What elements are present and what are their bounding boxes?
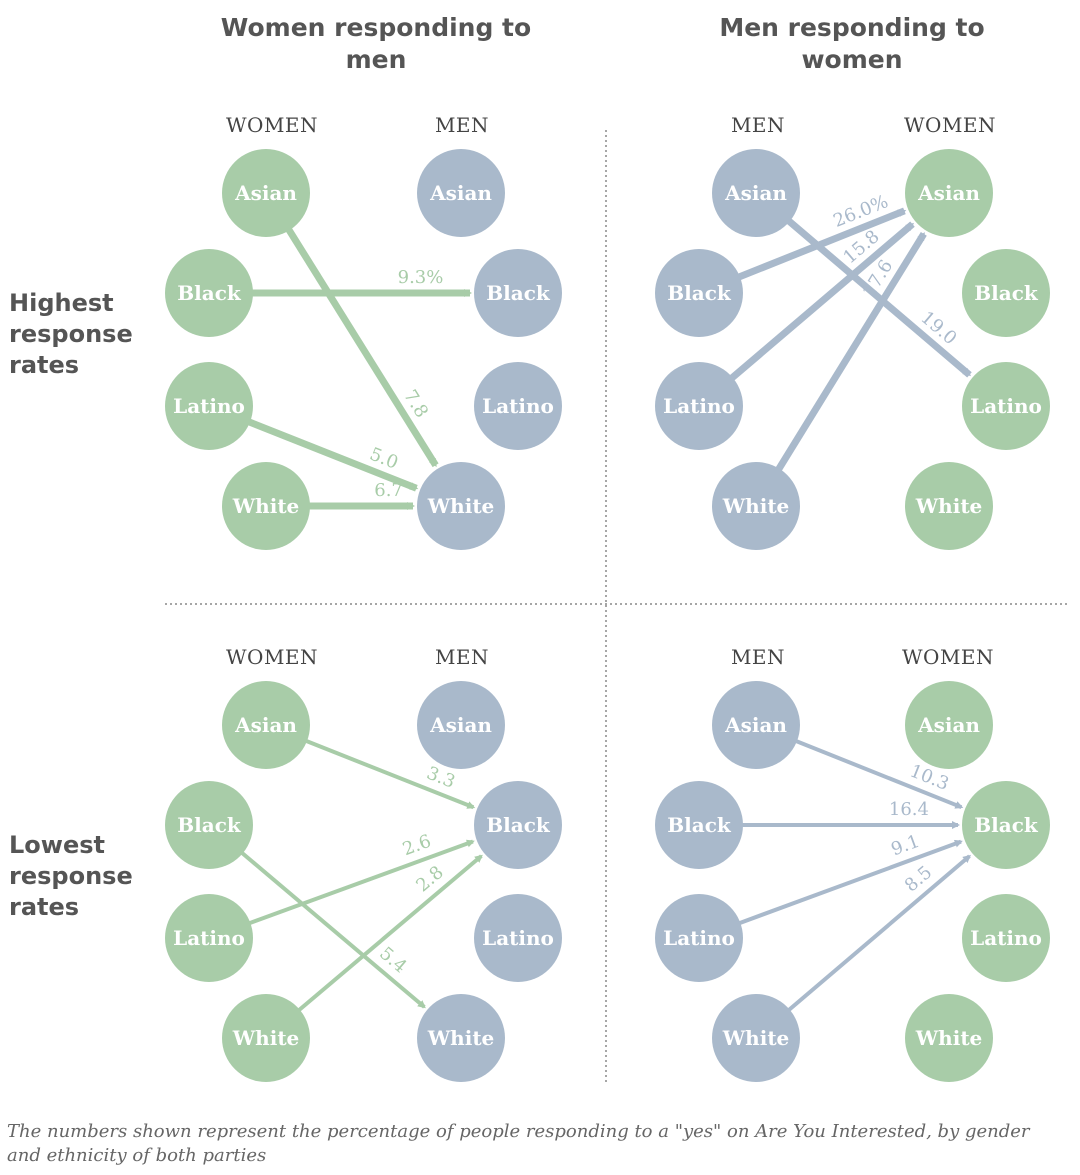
node-top-left-left-white: White	[222, 462, 310, 550]
svg-text:Latino: Latino	[970, 926, 1042, 950]
node-top-left-right-asian: Asian	[417, 149, 505, 237]
svg-text:Black: Black	[667, 281, 732, 305]
node-bottom-left-right-asian: Asian	[417, 681, 505, 769]
top-row-title: Highest response rates	[9, 289, 133, 379]
footnote-caption: The numbers shown represent the percenta…	[7, 1121, 1030, 1166]
node-top-right-left-asian: Asian	[712, 149, 800, 237]
svg-text:Latino: Latino	[482, 394, 554, 418]
node-top-right-left-black: Black	[655, 249, 743, 337]
svg-text:White: White	[427, 1026, 495, 1050]
svg-text:Black: Black	[667, 813, 732, 837]
flow-value-top-left-0: 9.3%	[398, 267, 444, 288]
node-bottom-right-left-white: White	[712, 994, 800, 1082]
svg-text:White: White	[427, 494, 495, 518]
svg-text:Black: Black	[177, 813, 242, 837]
bl-left-group-label: WOMEN	[225, 645, 319, 669]
svg-text:Black: Black	[974, 813, 1039, 837]
node-bottom-left-left-black: Black	[165, 781, 253, 869]
flow-arrow-top-left-1	[282, 221, 439, 468]
svg-text:Asian: Asian	[234, 713, 297, 737]
node-top-right-right-asian: Asian	[905, 149, 993, 237]
tr-right-group-label: WOMEN	[903, 113, 997, 137]
svg-text:Black: Black	[486, 813, 551, 837]
svg-text:Black: Black	[486, 281, 551, 305]
flow-arrow-bottom-left-0	[298, 736, 476, 810]
flow-value-bottom-right-1: 16.4	[889, 799, 929, 820]
node-bottom-left-right-white: White	[417, 994, 505, 1082]
flow-arrow-bottom-left-1	[242, 839, 475, 928]
svg-text:Latino: Latino	[663, 394, 735, 418]
svg-text:Latino: Latino	[482, 926, 554, 950]
svg-text:Black: Black	[177, 281, 242, 305]
node-top-left-left-latino: Latino	[165, 362, 253, 450]
node-top-left-right-black: Black	[474, 249, 562, 337]
node-bottom-left-right-black: Black	[474, 781, 562, 869]
node-bottom-left-left-white: White	[222, 994, 310, 1082]
tr-left-group-label: MEN	[730, 113, 786, 137]
node-bottom-left-right-latino: Latino	[474, 894, 562, 982]
node-top-left-right-white: White	[417, 462, 505, 550]
svg-text:White: White	[722, 1026, 790, 1050]
node-top-right-left-white: White	[712, 462, 800, 550]
node-bottom-right-left-latino: Latino	[655, 894, 743, 982]
svg-text:Asian: Asian	[917, 713, 980, 737]
svg-text:Latino: Latino	[663, 926, 735, 950]
svg-text:White: White	[232, 1026, 300, 1050]
tl-left-group-label: WOMEN	[225, 113, 319, 137]
bottom-row-title: Lowest response rates	[9, 831, 133, 921]
node-top-left-left-asian: Asian	[222, 149, 310, 237]
node-bottom-right-right-black: Black	[962, 781, 1050, 869]
br-left-group-label: MEN	[730, 645, 786, 669]
node-bottom-right-right-latino: Latino	[962, 894, 1050, 982]
bl-right-group-label: MEN	[434, 645, 490, 669]
node-top-right-right-white: White	[905, 462, 993, 550]
flow-arrow-top-right-2	[771, 232, 927, 478]
svg-text:Asian: Asian	[724, 713, 787, 737]
svg-text:White: White	[915, 494, 983, 518]
flow-arrow-bottom-right-3	[782, 854, 971, 1017]
node-bottom-right-left-asian: Asian	[712, 681, 800, 769]
svg-text:Asian: Asian	[429, 713, 492, 737]
flow-value-top-left-3: 6.7	[374, 480, 403, 501]
right-column-title: Men responding to women	[719, 13, 985, 74]
node-top-left-left-black: Black	[165, 249, 253, 337]
svg-text:White: White	[722, 494, 790, 518]
svg-text:Latino: Latino	[173, 926, 245, 950]
flow-value-top-right-3: 19.0	[917, 307, 961, 349]
flow-arrow-top-left-2	[241, 416, 419, 492]
node-top-left-right-latino: Latino	[474, 362, 562, 450]
node-bottom-right-left-black: Black	[655, 781, 743, 869]
flow-arrow-bottom-right-0	[788, 736, 964, 810]
flow-arrow-bottom-right-2	[732, 839, 963, 928]
svg-text:White: White	[915, 1026, 983, 1050]
node-top-right-right-black: Black	[962, 249, 1050, 337]
node-bottom-right-right-white: White	[905, 994, 993, 1082]
flow-arrow-bottom-left-2	[292, 854, 483, 1017]
node-top-right-left-latino: Latino	[655, 362, 743, 450]
left-column-title: Women responding to men	[220, 13, 532, 74]
flow-arrow-bottom-left-3	[235, 846, 426, 1009]
node-top-right-right-latino: Latino	[962, 362, 1050, 450]
br-right-group-label: WOMEN	[901, 645, 995, 669]
svg-text:Asian: Asian	[917, 181, 980, 205]
node-bottom-left-left-latino: Latino	[165, 894, 253, 982]
flow-arrow-top-right-1	[724, 221, 915, 386]
svg-text:Latino: Latino	[173, 394, 245, 418]
svg-text:Asian: Asian	[234, 181, 297, 205]
node-bottom-left-left-asian: Asian	[222, 681, 310, 769]
svg-text:Asian: Asian	[724, 181, 787, 205]
svg-text:Black: Black	[974, 281, 1039, 305]
svg-text:Asian: Asian	[429, 181, 492, 205]
svg-text:White: White	[232, 494, 300, 518]
flow-arrow-top-right-3	[781, 213, 972, 378]
node-bottom-right-right-asian: Asian	[905, 681, 993, 769]
tl-right-group-label: MEN	[434, 113, 490, 137]
svg-text:Latino: Latino	[970, 394, 1042, 418]
